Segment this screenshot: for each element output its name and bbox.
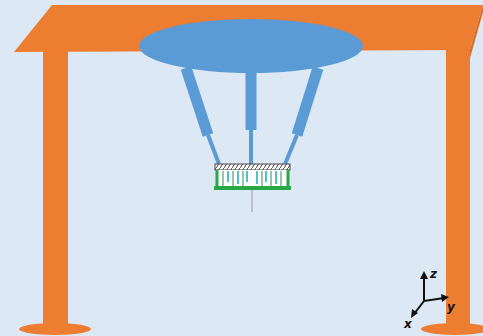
base-platform bbox=[139, 19, 363, 73]
top-beam-side bbox=[470, 5, 483, 58]
axis-label: x bbox=[404, 318, 412, 330]
axis-label: z bbox=[430, 268, 437, 280]
right-leg bbox=[446, 50, 470, 328]
struts bbox=[186, 68, 318, 164]
left-leg bbox=[43, 48, 68, 328]
axis-label: y bbox=[447, 301, 455, 313]
end-effector bbox=[214, 164, 291, 212]
